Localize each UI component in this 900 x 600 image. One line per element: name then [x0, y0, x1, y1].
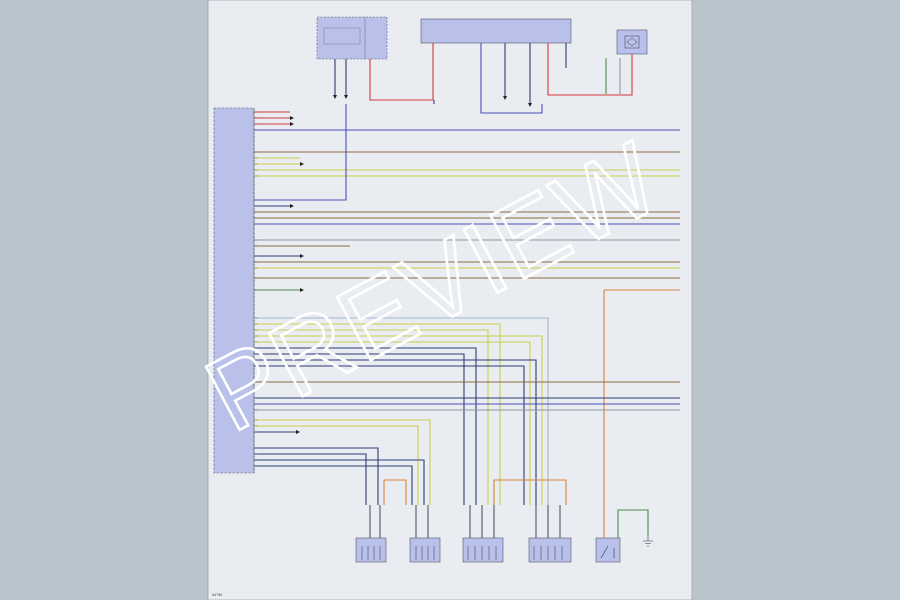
sheet-footer-code: A4790 [212, 593, 222, 597]
main-control-module [213, 107, 255, 474]
module-pin-ticks [254, 111, 258, 467]
module-fuel-pump-motor [616, 29, 648, 55]
sensor-connector-2 [409, 537, 441, 563]
switch-connector [595, 537, 621, 563]
sensor-connector-1 [355, 537, 387, 563]
connection-arrows [290, 95, 532, 434]
module-top-left [316, 16, 388, 60]
sensor-connector-4 [528, 537, 572, 563]
sensor-connector-3 [462, 537, 504, 563]
module-fuel-pump-control [420, 18, 572, 44]
wiring-traces [254, 43, 680, 538]
ground-point [643, 535, 653, 547]
diagram-sheet [207, 0, 693, 600]
